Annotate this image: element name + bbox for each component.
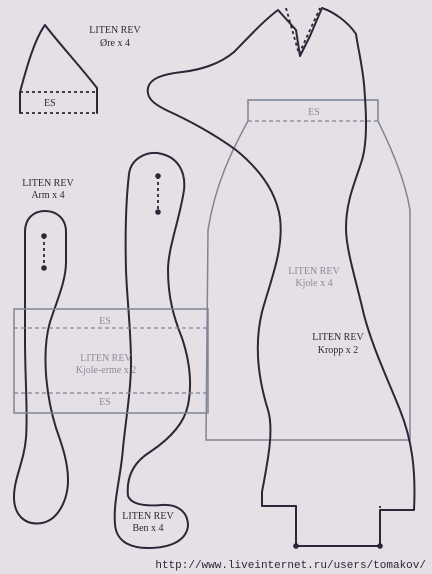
ear-outline: [19, 24, 98, 114]
body-outline: [146, 7, 416, 547]
sleeve-seam-label-top: ES: [99, 316, 111, 327]
sleeve-title: LITEN REV: [80, 353, 132, 364]
body-piece: LITEN REV Kropp x 2: [146, 7, 416, 549]
arm-marker-dot: [41, 233, 47, 239]
ear-title: LITEN REV: [89, 25, 141, 36]
body-dart: [285, 7, 321, 57]
sleeve-piece: ES ES LITEN REV Kjole-erme x 2: [13, 308, 209, 414]
body-title: LITEN REV: [312, 332, 364, 343]
dress-seam-label: ES: [308, 107, 320, 118]
body-marker-dot: [293, 543, 299, 549]
body-bottom-opening: [295, 506, 381, 547]
leg-marker-dot: [155, 209, 161, 215]
sleeve-outline: [13, 308, 209, 414]
leg-count: Ben x 4: [132, 523, 163, 534]
leg-outline: [113, 152, 191, 549]
arm-title: LITEN REV: [22, 178, 74, 189]
watermark-url: http://www.liveinternet.ru/users/tomakov…: [155, 560, 426, 572]
arm-marker-dot: [41, 265, 47, 271]
dress-title: LITEN REV: [288, 266, 340, 277]
leg-title: LITEN REV: [122, 511, 174, 522]
dress-count: Kjole x 4: [295, 278, 332, 289]
leg-marker-dot: [155, 173, 161, 179]
body-marker-dot: [377, 543, 383, 549]
sleeve-count: Kjole-erme x 2: [76, 365, 137, 376]
ear-piece: ES LITEN REV Øre x 4: [19, 24, 141, 114]
sleeve-seam-label-bottom: ES: [99, 397, 111, 408]
arm-outline: [13, 210, 69, 525]
arm-piece: LITEN REV Arm x 4: [13, 178, 74, 525]
body-count: Kropp x 2: [318, 345, 359, 356]
arm-count: Arm x 4: [31, 190, 64, 201]
ear-seam-label: ES: [44, 98, 56, 109]
leg-piece: LITEN REV Ben x 4: [113, 152, 191, 549]
ear-count: Øre x 4: [100, 38, 130, 49]
